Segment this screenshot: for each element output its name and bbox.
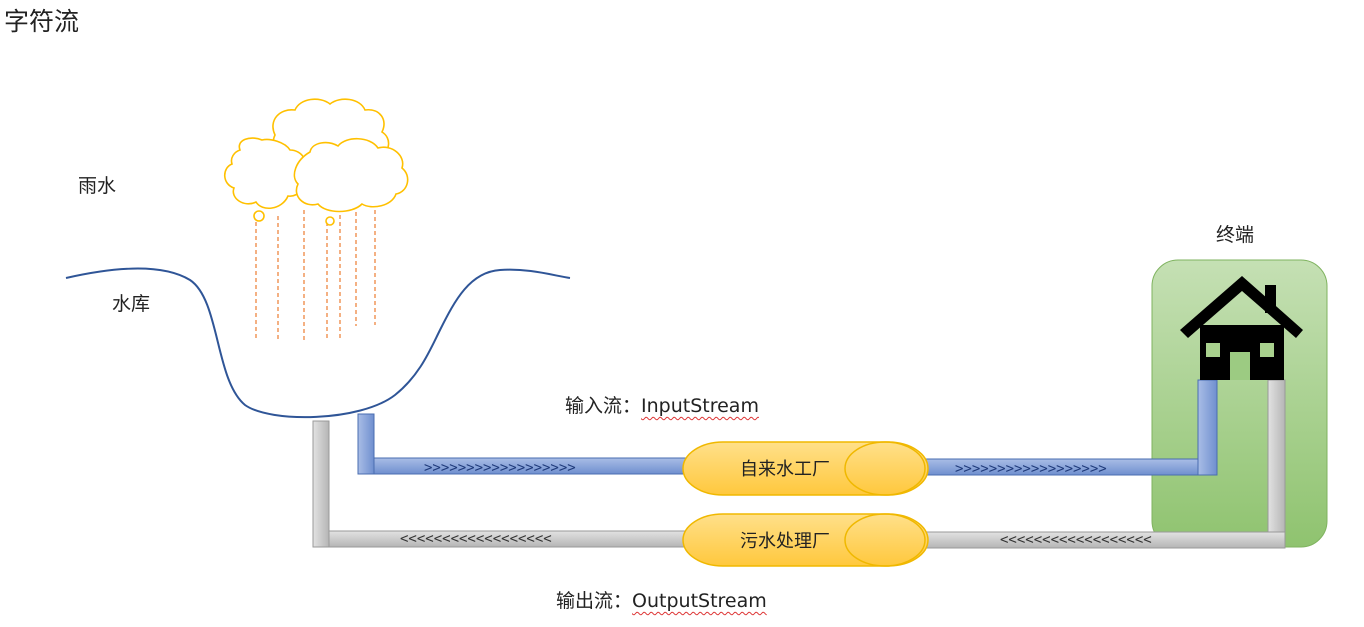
terminal-panel	[1151, 259, 1328, 548]
sewage-plant-tank: 污水处理厂	[682, 513, 929, 567]
output-stream-cn: 输出流：	[556, 590, 633, 612]
house-icon	[1180, 276, 1303, 380]
terminal-label: 终端	[1216, 224, 1255, 246]
water-plant-tank: 自来水工厂	[682, 441, 929, 496]
input-stream-label: 输入流：InputStream	[565, 391, 759, 418]
output-stream-en: OutputStream	[632, 590, 767, 612]
input-arrows-left: >>>>>>>>>>>>>>>>>>	[424, 460, 576, 476]
rain-drops	[255, 210, 376, 340]
output-stream-label: 输出流：OutputStream	[556, 586, 767, 613]
input-stream-cn: 输入流：	[565, 395, 642, 417]
input-stream-en: InputStream	[641, 395, 759, 417]
cloud-icon	[223, 98, 409, 226]
rain-label: 雨水	[78, 175, 117, 197]
reservoir-curve	[65, 267, 571, 419]
output-arrows-left: <<<<<<<<<<<<<<<<<<	[400, 531, 552, 547]
sewage-plant-label: 污水处理厂	[740, 531, 830, 552]
water-plant-label: 自来水工厂	[740, 459, 830, 480]
output-arrows-right: <<<<<<<<<<<<<<<<<<	[1000, 532, 1152, 548]
reservoir-label: 水库	[112, 293, 151, 315]
page-title: 字符流	[4, 7, 80, 36]
input-arrows-right: >>>>>>>>>>>>>>>>>>	[955, 461, 1107, 477]
